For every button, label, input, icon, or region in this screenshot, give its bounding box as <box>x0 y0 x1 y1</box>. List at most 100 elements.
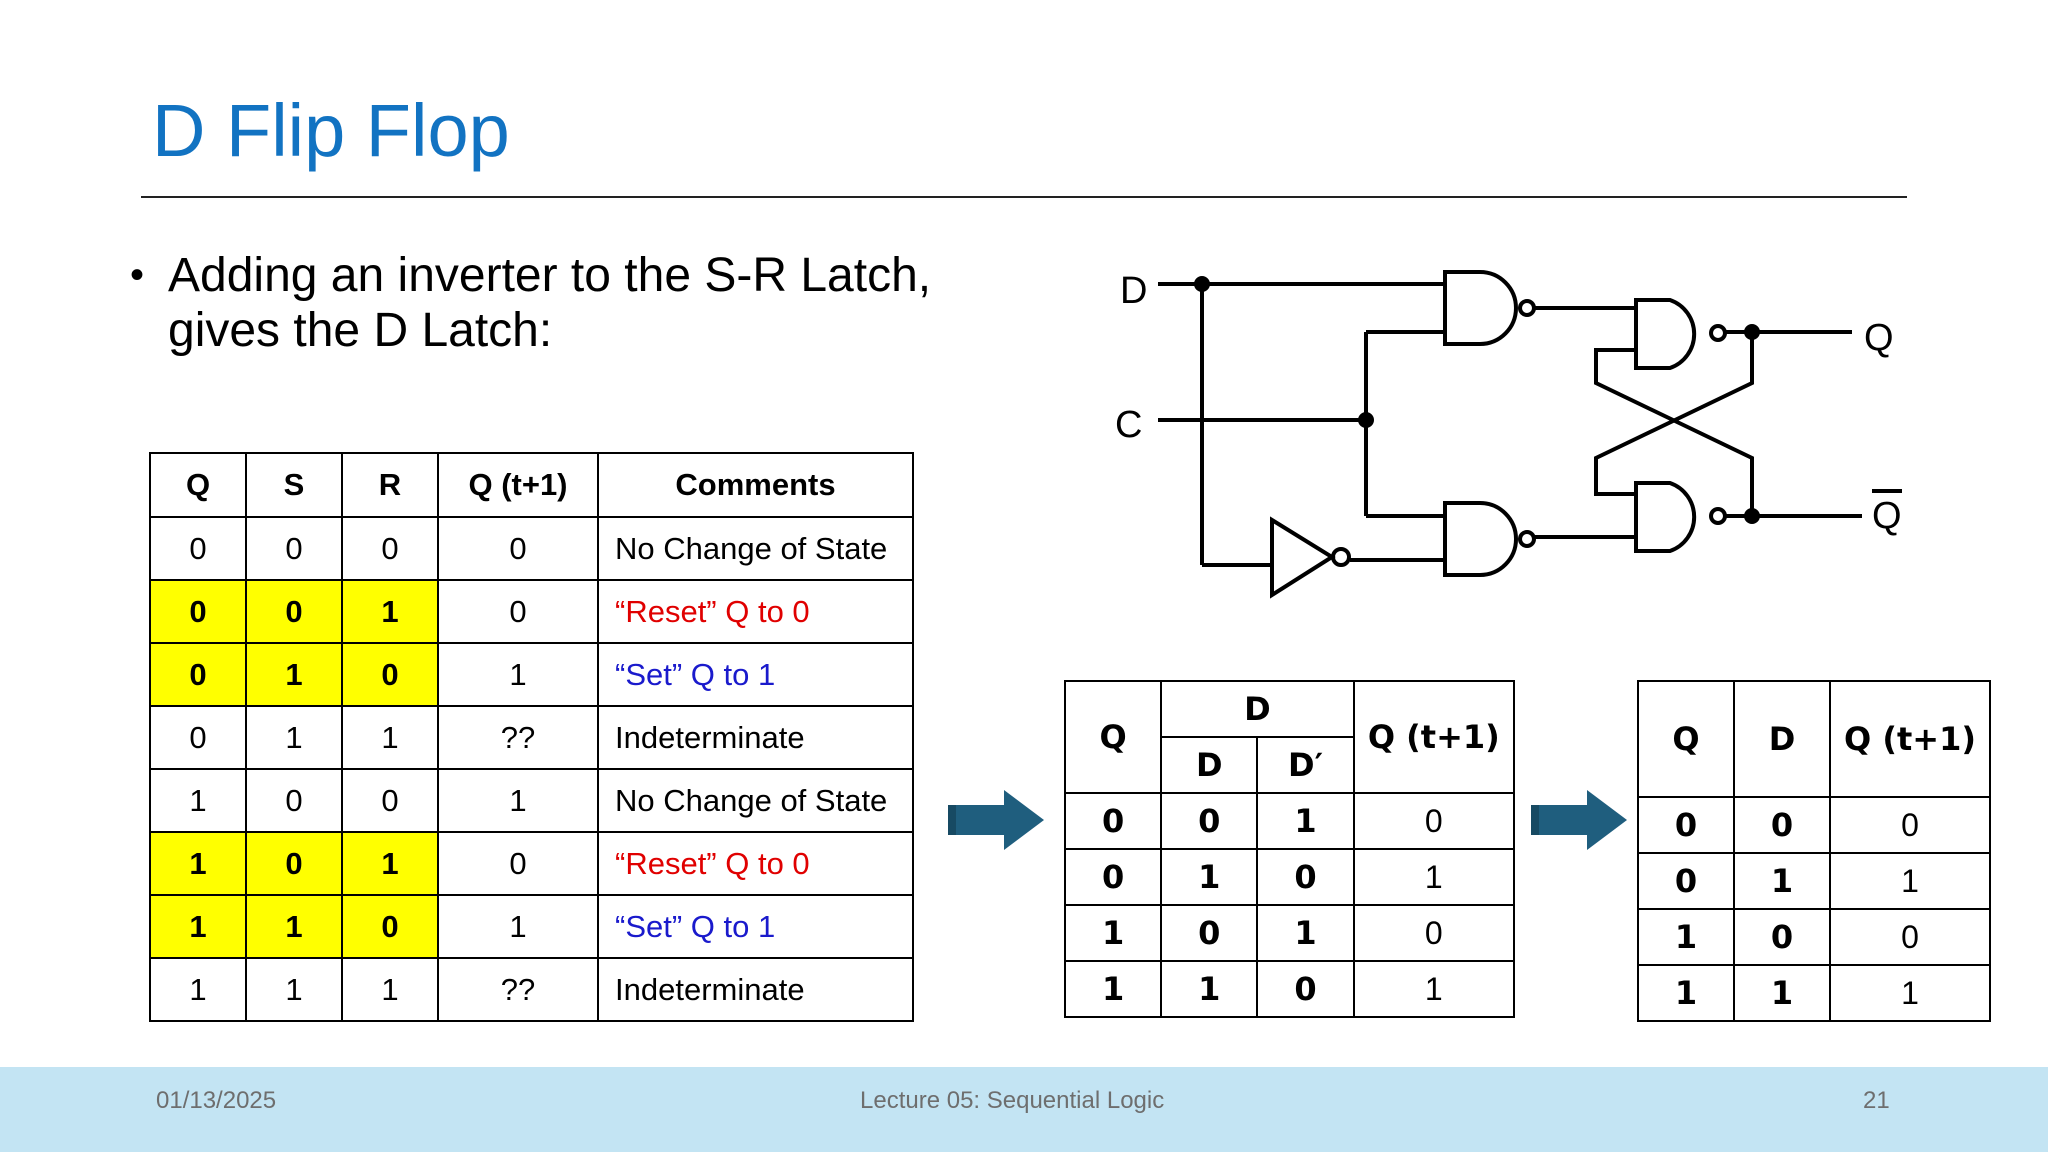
wire-cross-1 <box>1594 348 1754 516</box>
dt1-cell-qn: 1 <box>1352 848 1516 906</box>
sr-cell-r: 0 <box>341 516 439 581</box>
dt1-cell-dp: 1 <box>1256 792 1355 850</box>
sr-cell-qnext: ?? <box>437 705 599 770</box>
dt1-cell-q: 0 <box>1063 848 1163 906</box>
sr-cell-r: 0 <box>341 894 439 959</box>
junction-q <box>1744 324 1760 340</box>
inverter-gate <box>1270 516 1336 599</box>
label-c: C <box>1115 404 1142 446</box>
dt2-cell-d: 0 <box>1733 796 1831 854</box>
dt1-cell-q: 1 <box>1063 960 1163 1018</box>
nand-gate-4 <box>1634 481 1697 553</box>
sr-header-r: R <box>341 452 439 518</box>
sr-cell-comment: “Reset” Q to 0 <box>597 579 914 644</box>
sr-cell-comment: Indeterminate <box>597 705 914 770</box>
sr-cell-r: 1 <box>341 705 439 770</box>
dt2-cell-q: 0 <box>1637 796 1735 854</box>
dt2-cell-d: 1 <box>1733 964 1831 1022</box>
sr-cell-comment: Indeterminate <box>597 957 914 1022</box>
sr-cell-comment: No Change of State <box>597 768 914 833</box>
nand-bubble-3 <box>1709 324 1727 342</box>
dt1-header-qnext: Q (t+1) <box>1352 680 1516 794</box>
right-arrow-icon <box>1531 790 1627 850</box>
sr-cell-q: 0 <box>149 705 247 770</box>
dt1-cell-qn: 1 <box>1352 960 1516 1018</box>
sr-cell-comment: “Reset” Q to 0 <box>597 831 914 896</box>
sr-cell-s: 1 <box>245 957 343 1022</box>
sr-cell-r: 0 <box>341 768 439 833</box>
dt2-cell-d: 0 <box>1733 908 1831 966</box>
footer-page-number: 21 <box>1863 1087 1890 1114</box>
sr-header-s: S <box>245 452 343 518</box>
dt2-cell-q: 1 <box>1637 908 1735 966</box>
nand-gate-3 <box>1634 298 1697 370</box>
dt1-cell-q: 0 <box>1063 792 1163 850</box>
sr-cell-r: 1 <box>341 831 439 896</box>
sr-cell-qnext: 1 <box>437 642 599 707</box>
sr-header-q: Q <box>149 452 247 518</box>
dt1-cell-d: 0 <box>1160 904 1259 962</box>
label-d: D <box>1120 270 1147 312</box>
sr-cell-comment: “Set” Q to 1 <box>597 894 914 959</box>
sr-cell-qnext: ?? <box>437 957 599 1022</box>
nand-gate-1 <box>1443 270 1518 346</box>
dt1-cell-dp: 0 <box>1256 960 1355 1018</box>
sr-cell-s: 0 <box>245 831 343 896</box>
sr-cell-s: 0 <box>245 579 343 644</box>
dt1-cell-dp: 1 <box>1256 904 1355 962</box>
bullet-text: Adding an inverter to the S-R Latch, giv… <box>168 249 932 357</box>
dt1-header-q: Q <box>1063 680 1163 794</box>
sr-cell-comment: No Change of State <box>597 516 914 581</box>
dt2-header-d: D <box>1733 680 1831 798</box>
d-latch-circuit: D C Q Q <box>1115 270 1902 599</box>
right-arrow-icon <box>948 790 1044 850</box>
dt1-cell-qn: 0 <box>1352 904 1516 962</box>
footer-date: 01/13/2025 <box>156 1087 277 1114</box>
dt2-header-qnext: Q (t+1) <box>1829 680 1991 798</box>
sr-cell-qnext: 1 <box>437 768 599 833</box>
sr-cell-s: 1 <box>245 705 343 770</box>
bullet-marker: • <box>130 253 145 297</box>
sr-cell-s: 0 <box>245 516 343 581</box>
junction-c <box>1358 412 1374 428</box>
label-q: Q <box>1864 317 1894 359</box>
sr-header-qnext: Q (t+1) <box>437 452 599 518</box>
sr-cell-qnext: 0 <box>437 516 599 581</box>
sr-cell-q: 0 <box>149 516 247 581</box>
dt1-header-d-group: D <box>1160 680 1355 738</box>
sr-cell-comment: “Set” Q to 1 <box>597 642 914 707</box>
dt2-cell-q: 1 <box>1637 964 1735 1022</box>
dt1-cell-d: 1 <box>1160 960 1259 1018</box>
wire-cross-2 <box>1594 332 1754 496</box>
slide-footer: 01/13/2025 Lecture 05: Sequential Logic … <box>0 1067 2048 1152</box>
dt1-cell-dp: 0 <box>1256 848 1355 906</box>
sr-cell-s: 1 <box>245 642 343 707</box>
sr-cell-s: 0 <box>245 768 343 833</box>
sr-cell-q: 0 <box>149 642 247 707</box>
sr-cell-q: 1 <box>149 768 247 833</box>
dt2-cell-qn: 1 <box>1829 964 1991 1022</box>
dt2-cell-qn: 0 <box>1829 796 1991 854</box>
inverter-bubble <box>1331 547 1351 567</box>
dt2-cell-q: 0 <box>1637 852 1735 910</box>
sr-cell-r: 0 <box>341 642 439 707</box>
sr-cell-q: 1 <box>149 894 247 959</box>
dt2-header-q: Q <box>1637 680 1735 798</box>
sr-header-comments: Comments <box>597 452 914 518</box>
dt1-header-d: D <box>1160 736 1259 794</box>
